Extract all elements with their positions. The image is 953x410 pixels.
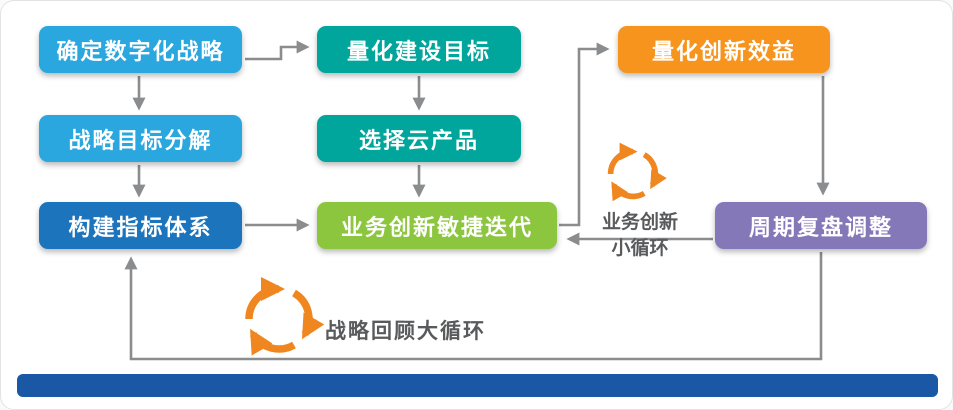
node-define-digital-strategy: 确定数字化战略	[39, 26, 242, 73]
node-select-cloud-products: 选择云产品	[317, 115, 521, 162]
small-cycle-label-line1: 业务创新	[601, 212, 678, 233]
small-cycle-label: 业务创新 小循环	[584, 210, 696, 262]
arrow-iteration-to-benefits	[559, 42, 610, 227]
arrow-review-to-metrics-big-loop	[124, 252, 823, 361]
bottom-accent-bar	[17, 374, 938, 397]
node-quantify-build-targets: 量化建设目标	[317, 26, 521, 73]
node-decompose-strategic-goals: 战略目标分解	[39, 115, 242, 162]
arrow-strategy-to-build-targets	[245, 40, 310, 61]
cycle-arrows-icon-small	[607, 142, 667, 202]
cycle-arrows-icon-large	[245, 277, 325, 356]
node-build-metric-system: 构建指标体系	[39, 202, 242, 249]
node-business-innovation-agile-iteration: 业务创新敏捷迭代	[317, 202, 557, 249]
small-cycle-label-line2: 小循环	[611, 238, 669, 260]
node-periodic-review-adjustment: 周期复盘调整	[715, 202, 927, 249]
flow-arrow-group	[124, 40, 830, 361]
big-cycle-label: 战略回顾大循环	[325, 320, 486, 343]
node-quantify-innovation-benefits: 量化创新效益	[618, 26, 830, 73]
